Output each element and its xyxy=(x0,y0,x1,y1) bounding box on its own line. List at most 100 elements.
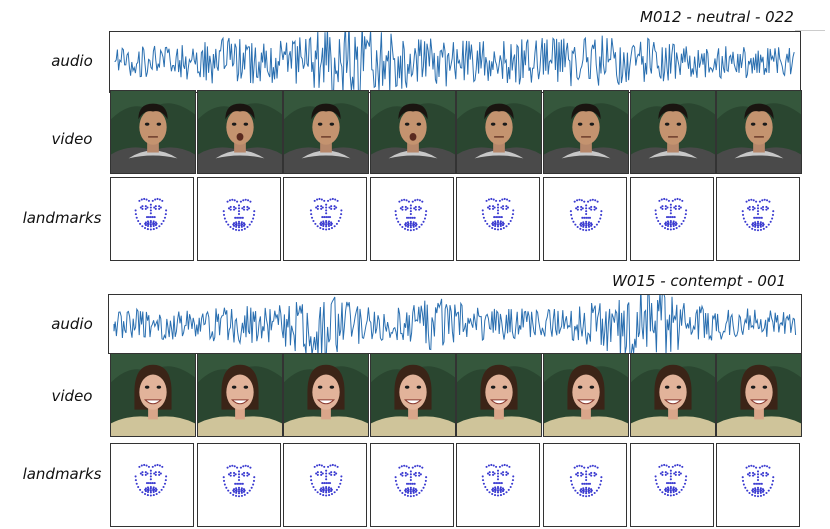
landmark-point xyxy=(488,464,491,467)
landmark-point xyxy=(587,222,590,225)
landmark-point xyxy=(677,207,680,210)
landmark-point xyxy=(160,222,163,225)
landmark-point xyxy=(502,205,505,208)
hoodie xyxy=(544,147,628,173)
landmark-point xyxy=(322,486,325,489)
mouth xyxy=(236,132,244,141)
landmark-point xyxy=(578,464,581,467)
landmark-point xyxy=(406,225,409,228)
landmark-point xyxy=(325,475,328,478)
landmark-point xyxy=(158,225,161,228)
landmark-point xyxy=(409,470,412,473)
landmark-point xyxy=(500,491,503,494)
video-frame xyxy=(716,90,803,174)
landmark-point xyxy=(497,472,500,475)
landmark-point xyxy=(237,473,240,476)
landmark-point xyxy=(753,473,756,476)
waveform-trace xyxy=(113,285,797,359)
landmark-point xyxy=(585,226,588,229)
landmark-point xyxy=(401,225,404,229)
landmark-point xyxy=(325,478,328,481)
landmark-point xyxy=(590,205,593,209)
landmark-point xyxy=(660,225,664,228)
landmark-point xyxy=(135,216,138,219)
landmark-point xyxy=(765,491,768,495)
landmark-point xyxy=(587,466,590,469)
landmark-frame xyxy=(543,443,627,527)
landmark-point xyxy=(240,228,243,231)
landmark-point xyxy=(762,490,765,493)
landmark-point xyxy=(683,216,686,219)
landmark-point xyxy=(395,483,398,486)
left-eye xyxy=(664,122,669,126)
landmark-point xyxy=(413,465,416,468)
landmark-point xyxy=(222,213,225,216)
landmark-point xyxy=(582,487,585,490)
landmark-point xyxy=(245,474,249,477)
landmark-point xyxy=(752,205,755,209)
video-frame xyxy=(283,353,370,437)
landmark-point xyxy=(757,488,760,491)
landmark-point xyxy=(402,464,406,467)
landmark-point xyxy=(583,482,586,485)
landmark-point xyxy=(228,465,231,468)
landmark-plot xyxy=(569,198,603,232)
landmark-point xyxy=(666,486,669,489)
landmark-point xyxy=(677,471,680,474)
face xyxy=(225,109,254,145)
landmark-point xyxy=(223,483,226,486)
landmark-point xyxy=(575,207,578,210)
landmark-point xyxy=(325,486,328,489)
landmark-point xyxy=(146,472,149,475)
left-eye xyxy=(491,385,496,389)
landmark-point xyxy=(161,199,164,202)
landmark-point xyxy=(760,207,763,210)
landmark-point xyxy=(394,213,397,216)
landmark-point xyxy=(494,220,497,223)
landmark-point xyxy=(511,482,514,485)
landmark-point xyxy=(246,199,249,202)
panel-2-title: W015 - contempt - 001 xyxy=(612,272,787,290)
right-eye xyxy=(762,122,768,126)
landmark-point xyxy=(149,475,152,478)
landmark-point xyxy=(149,472,152,475)
left-eye xyxy=(144,385,150,389)
video-frame xyxy=(196,90,283,174)
landmark-point xyxy=(585,220,588,223)
landmark-point xyxy=(654,213,657,216)
landmark-point xyxy=(146,206,149,209)
landmark-point xyxy=(229,474,232,477)
video-frame-image xyxy=(457,91,542,173)
right-eye xyxy=(156,122,162,126)
landmark-point xyxy=(414,224,417,227)
landmark-point xyxy=(226,223,229,226)
landmark-point xyxy=(235,466,238,469)
neck xyxy=(234,405,245,420)
left-eye xyxy=(318,122,323,126)
landmark-point xyxy=(661,473,664,476)
landmark-point xyxy=(144,473,147,476)
landmark-point xyxy=(330,221,333,224)
landmark-point xyxy=(765,471,768,475)
landmark-point xyxy=(328,206,331,209)
landmark-point xyxy=(757,224,760,227)
landmark-point xyxy=(232,488,235,491)
landmark-point xyxy=(233,199,236,202)
landmark-point xyxy=(488,198,491,201)
landmark-point xyxy=(162,485,165,489)
landmark-point xyxy=(412,228,415,231)
landmark-point xyxy=(588,473,591,476)
landmark-point xyxy=(156,463,159,467)
landmark-point xyxy=(769,220,772,223)
landmark-point xyxy=(424,479,427,482)
landmark-point xyxy=(154,473,157,476)
landmark-point xyxy=(494,472,497,475)
landmark-point xyxy=(149,212,152,215)
video-frame-image xyxy=(370,91,455,173)
landmark-point xyxy=(499,488,502,491)
right-eye xyxy=(416,122,421,126)
left-eye xyxy=(577,385,583,389)
landmark-point xyxy=(310,479,313,482)
landmark-point xyxy=(674,487,677,490)
landmark-point xyxy=(316,207,320,210)
